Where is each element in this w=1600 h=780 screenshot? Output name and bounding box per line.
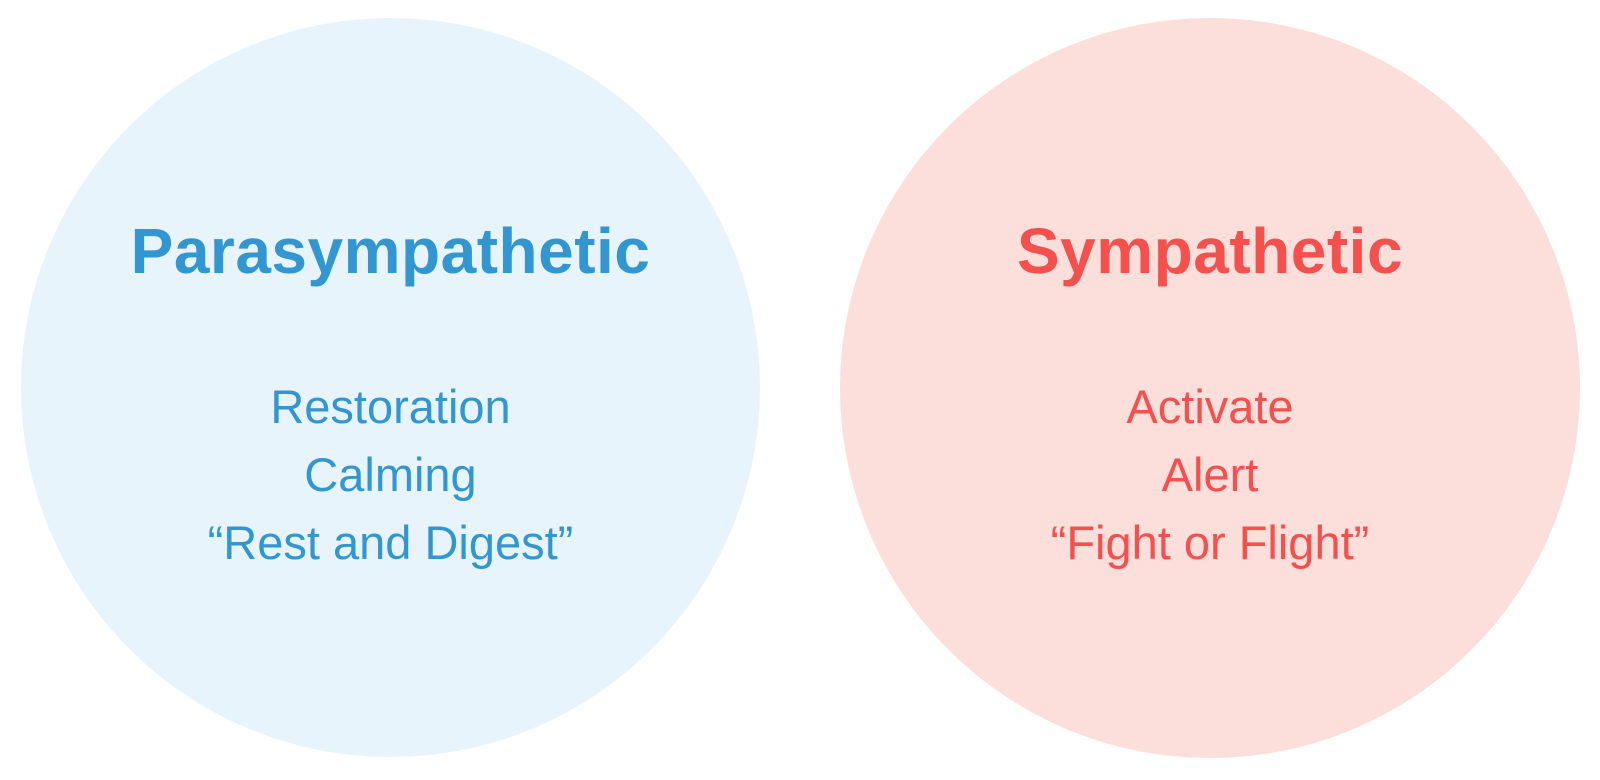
parasympathetic-line-restoration: Restoration bbox=[270, 380, 511, 433]
parasympathetic-description: Restoration Calming “Rest and Digest” bbox=[21, 373, 760, 577]
parasympathetic-line-calming: Calming bbox=[304, 448, 477, 501]
sympathetic-line-fight-or-flight: “Fight or Flight” bbox=[1050, 516, 1370, 569]
sympathetic-title: Sympathetic bbox=[1016, 215, 1404, 287]
sympathetic-line-alert: Alert bbox=[1161, 448, 1259, 501]
parasympathetic-title: Parasympathetic bbox=[130, 215, 651, 287]
parasympathetic-line-rest-and-digest: “Rest and Digest” bbox=[207, 516, 574, 569]
sympathetic-line-activate: Activate bbox=[1126, 380, 1294, 433]
parasympathetic-circle: Parasympathetic Restoration Calming “Res… bbox=[21, 18, 760, 757]
sympathetic-description: Activate Alert “Fight or Flight” bbox=[840, 373, 1580, 577]
sympathetic-circle: Sympathetic Activate Alert “Fight or Fli… bbox=[840, 18, 1580, 758]
